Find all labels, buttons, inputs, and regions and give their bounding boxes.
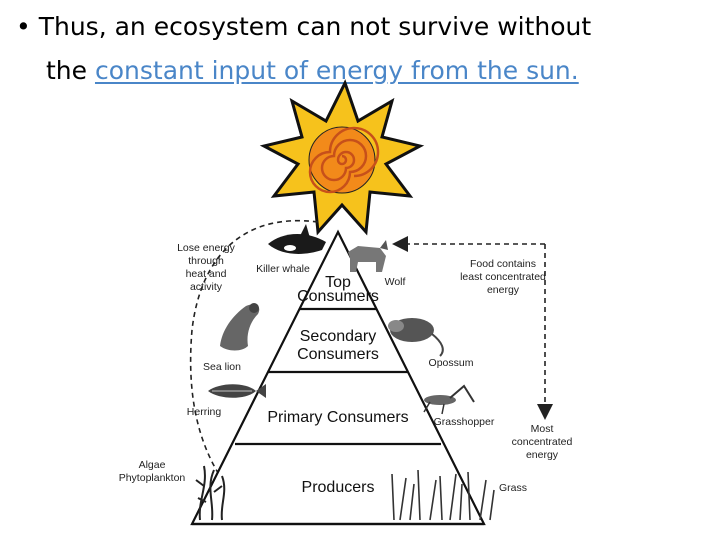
- tier-top-label-1: Top: [325, 274, 351, 291]
- svg-text:concentrated: concentrated: [512, 436, 573, 448]
- herring-label: Herring: [187, 406, 222, 418]
- phytoplankton-icon: [195, 465, 226, 521]
- svg-text:heat and: heat and: [186, 268, 227, 280]
- svg-text:energy: energy: [526, 449, 559, 461]
- tier-producers-label: Producers: [302, 479, 375, 496]
- pyramid: [190, 229, 486, 526]
- bullet-line-1: • Thus, an ecosystem can not survive wit…: [16, 10, 706, 43]
- phytoplankton-label: Phytoplankton: [119, 472, 186, 484]
- left-energy-note: Lose energy through heat and activity: [177, 242, 236, 293]
- tier-secondary-label-2: Consumers: [297, 346, 379, 363]
- wolf-icon: [348, 240, 388, 272]
- svg-text:least concentrated: least concentrated: [460, 271, 546, 283]
- herring-icon: [208, 384, 266, 398]
- right-energy-note-bottom: Most concentrated energy: [512, 423, 573, 461]
- bullet-text-1: Thus, an ecosystem can not survive witho…: [38, 12, 592, 41]
- svg-text:energy: energy: [487, 284, 520, 296]
- bullet-symbol: •: [16, 12, 31, 41]
- sea-lion-label: Sea lion: [203, 361, 241, 373]
- killer-whale-icon: [268, 224, 326, 254]
- tier-top-label-2: Consumers: [297, 288, 379, 305]
- svg-text:through: through: [188, 255, 224, 267]
- sea-lion-icon: [220, 303, 260, 351]
- grass-icon: [391, 469, 495, 521]
- svg-text:Food contains: Food contains: [470, 258, 536, 270]
- svg-text:activity: activity: [190, 281, 223, 293]
- grasshopper-label: Grasshopper: [434, 416, 495, 428]
- grass-label: Grass: [499, 482, 527, 494]
- algae-label: Algae: [139, 459, 166, 471]
- tier-secondary-label-1: Secondary: [300, 328, 377, 345]
- sun-icon: [259, 79, 425, 236]
- right-energy-note-top: Food contains least concentrated energy: [460, 258, 546, 296]
- svg-text:Lose energy: Lose energy: [177, 242, 236, 254]
- killer-whale-label: Killer whale: [256, 263, 310, 275]
- opossum-icon: [388, 318, 444, 357]
- opossum-label: Opossum: [429, 357, 474, 369]
- grasshopper-icon: [423, 384, 475, 415]
- svg-text:Most: Most: [531, 423, 554, 435]
- bullet-line-2: the constant input of energy from the su…: [46, 54, 720, 87]
- bullet-text-2-prefix: the: [46, 56, 95, 85]
- tier-primary-label: Primary Consumers: [267, 409, 408, 426]
- highlighted-text-link[interactable]: constant input of energy from the sun.: [94, 56, 579, 85]
- energy-loss-arc: [189, 219, 319, 495]
- wolf-label: Wolf: [385, 276, 406, 288]
